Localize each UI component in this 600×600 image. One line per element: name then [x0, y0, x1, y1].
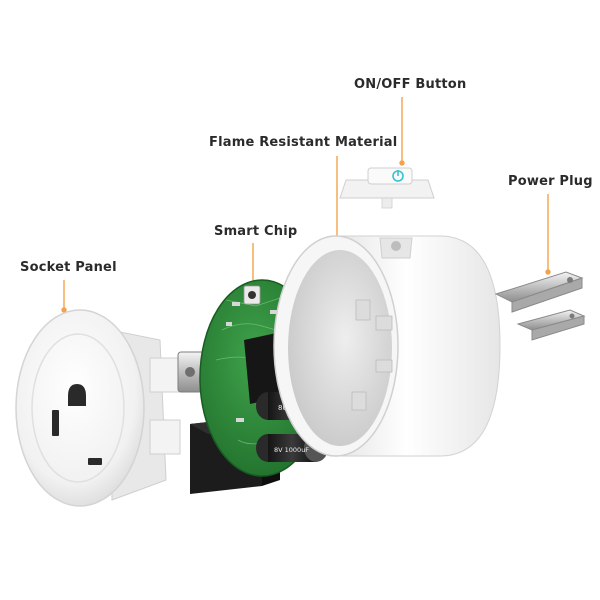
label-power-plug: Power Plug — [508, 174, 593, 189]
capacitor-bottom-text: 8V 1000uF — [274, 446, 309, 454]
onoff-button-part — [339, 167, 435, 209]
hot-slot — [52, 410, 59, 436]
ground-hole — [68, 384, 86, 406]
label-socket-panel: Socket Panel — [20, 260, 117, 275]
label-smart-chip: Smart Chip — [214, 224, 298, 239]
power-plug-prongs — [494, 271, 586, 341]
neutral-slot — [88, 458, 102, 465]
socket-panel — [15, 309, 181, 507]
label-onoff-button: ON/OFF Button — [354, 77, 467, 92]
label-flame-resistant: Flame Resistant Material — [209, 135, 398, 150]
housing-cylinder — [273, 235, 501, 457]
